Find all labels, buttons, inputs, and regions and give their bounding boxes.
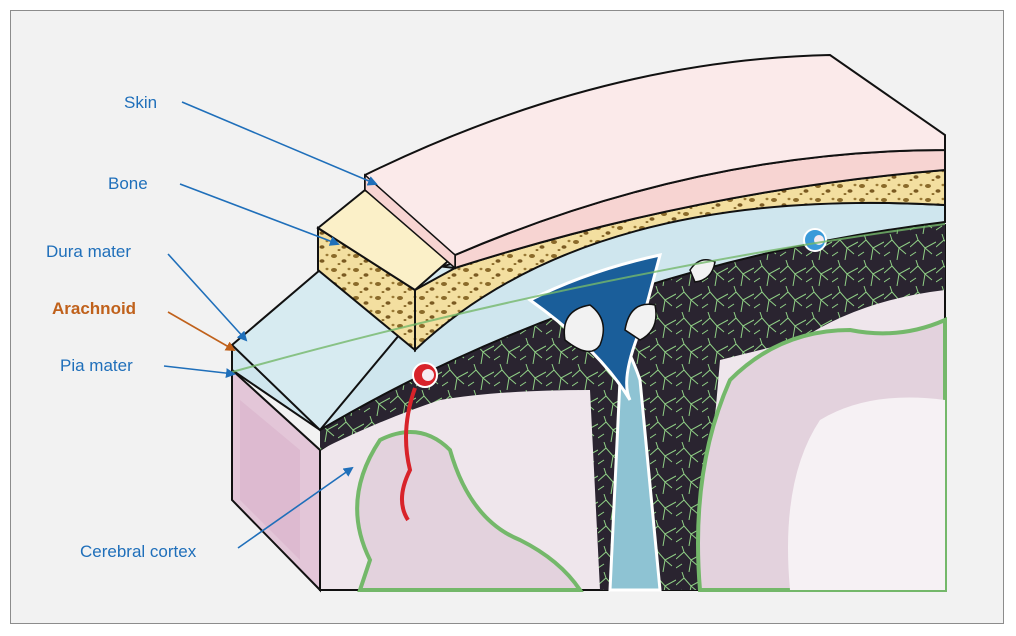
bone-pointer	[180, 184, 338, 244]
label-bone: Bone	[108, 174, 148, 193]
skin-pointer	[182, 102, 376, 184]
arachnoid-pointer	[168, 312, 234, 350]
pia-pointer	[164, 366, 234, 374]
label-skin: Skin	[124, 93, 157, 112]
label-arachnoid: Arachnoid	[52, 299, 136, 318]
label-pia-mater: Pia mater	[60, 356, 133, 375]
dura-pointer	[168, 254, 246, 340]
label-dura-mater: Dura mater	[46, 242, 131, 261]
label-cerebral-cortex: Cerebral cortex	[80, 542, 197, 561]
